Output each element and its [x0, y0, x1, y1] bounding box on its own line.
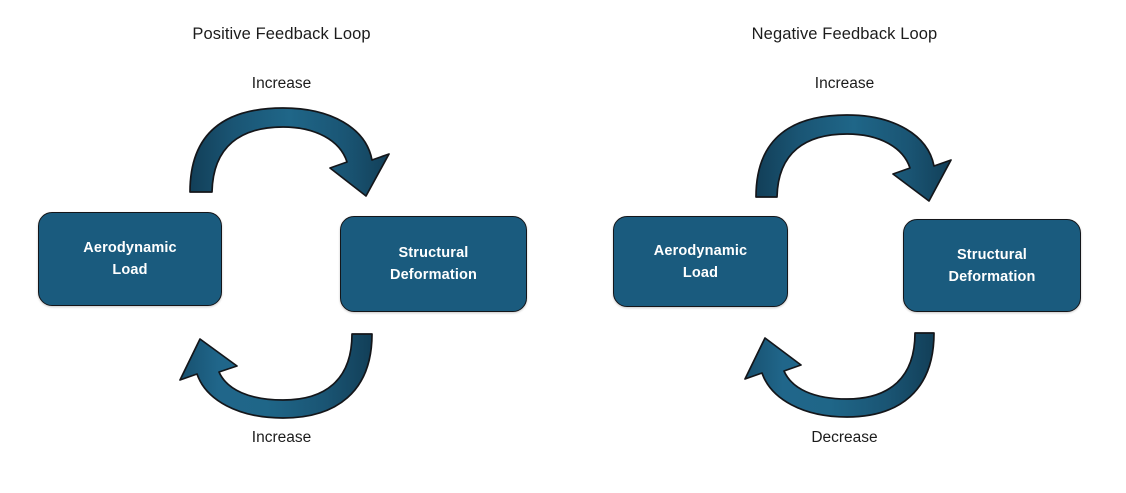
node-label: Structural Deformation — [384, 242, 483, 286]
node-label-line2: Deformation — [948, 268, 1036, 285]
node-label-line2: Load — [112, 262, 148, 278]
negative-loop-bottom-edge-label: Decrease — [811, 429, 878, 446]
positive-loop-bottom-edge-label: Increase — [251, 429, 312, 446]
top-curved-arrow-positive — [189, 107, 390, 197]
node-label: Aerodynamic Load — [648, 240, 754, 284]
node-aerodynamic-load-negative[interactable]: Aerodynamic Load — [613, 216, 788, 307]
node-structural-deformation-negative[interactable]: Structural Deformation — [903, 219, 1081, 312]
node-structural-deformation-positive[interactable]: Structural Deformation — [340, 216, 527, 312]
positive-loop-title: Positive Feedback Loop — [192, 25, 371, 43]
bottom-curved-arrow-negative — [744, 332, 935, 418]
node-label-line2: Deformation — [389, 267, 478, 283]
node-aerodynamic-load-positive[interactable]: Aerodynamic Load — [38, 212, 222, 306]
node-label-line1: Aerodynamic — [83, 240, 177, 256]
node-label: Structural Deformation — [942, 244, 1041, 288]
node-label-line1: Structural — [956, 246, 1027, 263]
bottom-curved-arrow-positive — [179, 333, 373, 419]
negative-feedback-loop-panel: Negative Feedback Loop Increase — [563, 0, 1126, 493]
positive-feedback-loop-panel: Positive Feedback Loop Increase — [38, 25, 527, 446]
negative-loop-top-edge-label: Increase — [814, 75, 875, 92]
negative-loop-title: Negative Feedback Loop — [751, 25, 938, 43]
node-label-line1: Aerodynamic — [653, 242, 748, 259]
positive-loop-top-edge-label: Increase — [251, 75, 312, 92]
top-curved-arrow-negative — [755, 114, 952, 202]
node-label: Aerodynamic Load — [77, 237, 183, 281]
node-label-line2: Load — [682, 264, 719, 281]
node-label-line1: Structural — [398, 245, 469, 261]
